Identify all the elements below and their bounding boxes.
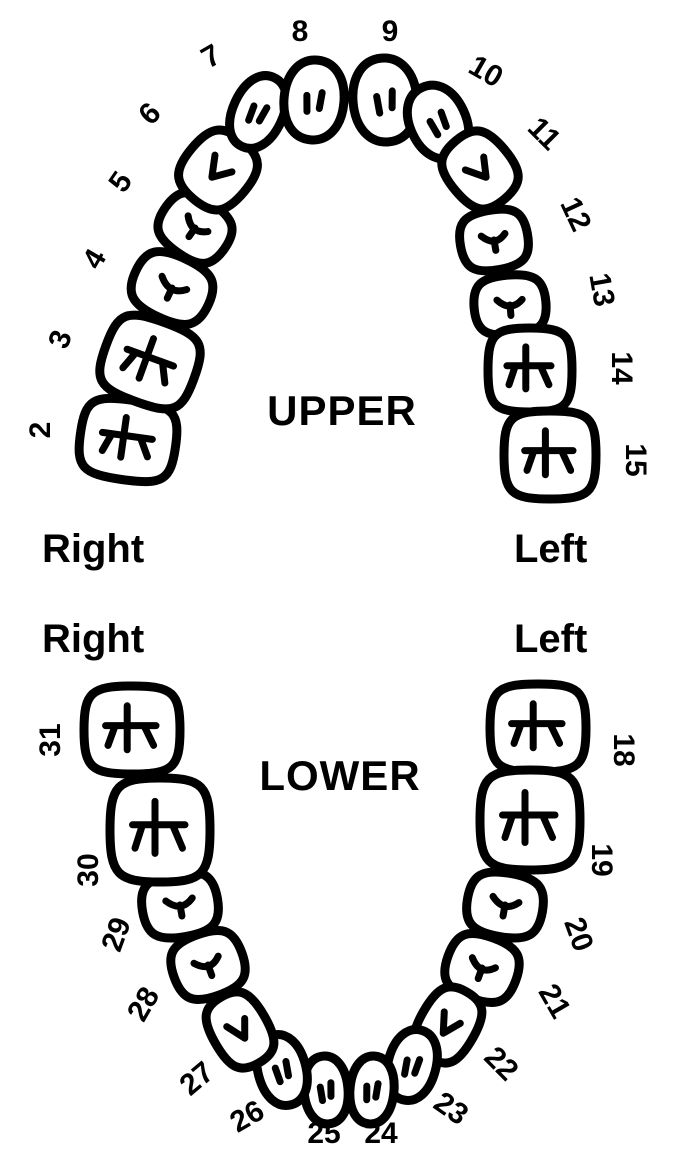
tooth-number-31: 31 — [34, 723, 67, 756]
tooth-number-29: 29 — [95, 913, 137, 956]
tooth-23-outline — [382, 1025, 442, 1105]
tooth-number-28: 28 — [121, 982, 166, 1027]
tooth-4 — [126, 247, 218, 329]
tooth-number-11: 11 — [521, 111, 567, 157]
tooth-number-18: 18 — [607, 733, 640, 766]
tooth-24-outline — [345, 1051, 399, 1129]
teeth-layer — [74, 53, 601, 1129]
tooth-15-outline — [499, 406, 601, 504]
tooth-number-14: 14 — [605, 351, 638, 385]
tooth-8 — [279, 55, 349, 145]
tooth-11-outline — [437, 126, 523, 214]
tooth-14-outline — [483, 323, 577, 417]
tooth-number-25: 25 — [307, 1117, 340, 1150]
upper-left-label: Left — [514, 527, 587, 571]
tooth-3-outline — [95, 310, 205, 414]
tooth-9 — [348, 53, 422, 147]
tooth-19-outline — [475, 765, 585, 875]
tooth-number-15: 15 — [619, 443, 652, 476]
tooth-number-20: 20 — [557, 913, 599, 956]
tooth-12 — [455, 204, 533, 276]
tooth-6-outline — [174, 125, 262, 215]
upper-jaw-label: UPPER — [267, 387, 417, 434]
tooth-24 — [345, 1051, 399, 1129]
tooth-number-3: 3 — [42, 326, 79, 353]
tooth-number-6: 6 — [132, 96, 167, 131]
lower-right-label: Right — [42, 617, 144, 661]
tooth-number-19: 19 — [585, 843, 618, 876]
tooth-23 — [382, 1025, 442, 1105]
tooth-8-outline — [279, 55, 349, 145]
tooth-number-30: 30 — [72, 853, 105, 886]
tooth-18-outline — [485, 679, 591, 777]
tooth-27-outline — [201, 987, 279, 1073]
tooth-number-27: 27 — [174, 1055, 221, 1102]
tooth-14 — [483, 323, 577, 417]
tooth-number-4: 4 — [76, 243, 113, 274]
tooth-number-5: 5 — [102, 166, 139, 199]
tooth-31 — [79, 681, 185, 779]
tooth-2-outline — [74, 393, 182, 487]
tooth-number-21: 21 — [532, 979, 577, 1024]
tooth-number-7: 7 — [196, 38, 227, 75]
lower-left-label: Left — [514, 617, 587, 661]
tooth-number-2: 2 — [24, 422, 57, 439]
tooth-18 — [485, 679, 591, 777]
tooth-number-12: 12 — [553, 192, 597, 236]
tooth-number-8: 8 — [292, 15, 309, 48]
tooth-number-26: 26 — [225, 1094, 270, 1139]
tooth-27 — [201, 987, 279, 1073]
tooth-19 — [475, 765, 585, 875]
tooth-30 — [105, 773, 215, 887]
tooth-number-22: 22 — [478, 1040, 525, 1087]
tooth-number-23: 23 — [428, 1086, 474, 1132]
tooth-31-outline — [79, 681, 185, 779]
tooth-15 — [499, 406, 601, 504]
tooth-11 — [437, 126, 523, 214]
tooth-29 — [137, 867, 223, 943]
tooth-9-outline — [348, 53, 422, 147]
tooth-6 — [174, 125, 262, 215]
tooth-number-13: 13 — [582, 270, 620, 309]
tooth-2 — [74, 393, 182, 487]
tooth-number-24: 24 — [364, 1117, 398, 1150]
lower-jaw-label: LOWER — [259, 752, 420, 799]
tooth-30-outline — [105, 773, 215, 887]
tooth-number-10: 10 — [463, 49, 508, 94]
tooth-3 — [95, 310, 205, 414]
tooth-28 — [166, 926, 250, 1004]
upper-right-label: Right — [42, 527, 144, 571]
tooth-number-9: 9 — [382, 15, 399, 48]
